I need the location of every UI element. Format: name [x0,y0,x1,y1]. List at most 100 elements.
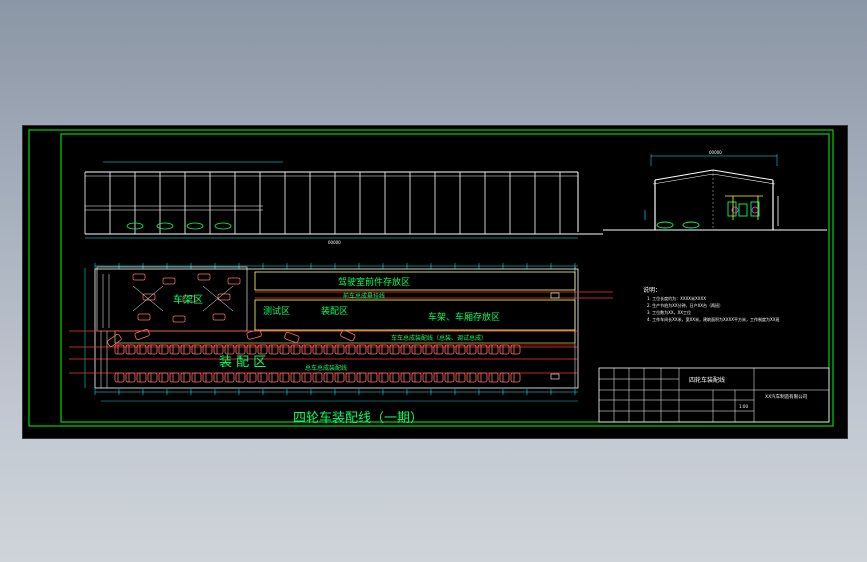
vehicle-outline [389,372,400,383]
vehicle-outline [290,372,301,383]
side-elevation: 00000 [84,161,603,245]
vehicle-outline [367,372,378,383]
inner-frame [60,133,830,423]
vehicle-outline-tilted [246,329,262,340]
frame-part [172,315,186,323]
vehicle-outline [301,372,312,383]
label-line-one: 车车总成装配线（总装、调试总成） [391,334,487,342]
vehicle-outline [246,344,257,355]
svg-text:00000: 00000 [709,150,722,155]
vehicle-outline [323,372,334,383]
outer-border [28,129,834,427]
vehicle-outline [389,344,400,355]
vehicle-outline [455,372,466,383]
vehicle-outline [367,344,378,355]
vehicle-outline [378,372,389,383]
vehicle-outline [257,372,268,383]
frame-part [132,273,146,281]
vehicle-outline [180,372,191,383]
vehicle-outline [268,344,279,355]
vehicle-outline [334,344,345,355]
vehicle-outline [136,372,147,383]
vehicle-outline [411,344,422,355]
vehicle-outline [378,344,389,355]
note-line-3: 3. 工位数为XX，XX工位 [647,309,691,315]
vehicle-outline [114,372,125,383]
drawing-main-title: 四轮车装配线（一期） [293,410,423,426]
company-name: XX汽车制造有限公司 [765,393,807,400]
vehicle-outline [433,372,444,383]
vehicle-outline [235,344,246,355]
vehicle-outline [433,344,444,355]
vehicle-outline [268,372,279,383]
vehicle-outline-tilted [134,328,150,340]
notes-block: 说明： 1. 工位长度约为：XXXX米XXXX 2. 生产节拍为XX分钟，日产X… [643,286,780,322]
vehicle-outline [422,344,433,355]
label-frame-area: 车架区 [173,293,203,306]
label-test-area: 测试区 [263,305,290,317]
vehicle-outline [411,372,422,383]
vehicle-outline [499,372,510,383]
vehicle-outline [169,344,180,355]
vehicle-outline [235,372,246,383]
vehicle-outline [147,344,158,355]
scale-value: 1:00 [739,404,748,409]
vehicle-outline [312,372,323,383]
vehicle-outline [213,372,224,383]
vehicle-outline-tilted [284,331,300,343]
label-cabin-storage: 车架、车厢存放区 [428,311,500,323]
frame-part [182,295,196,303]
vehicle-outline [444,344,455,355]
vehicle-outline [301,344,312,355]
vehicle-outline [279,344,290,355]
label-conveyor-top: 前车总成悬挂线 [343,292,385,300]
vehicle-outline-tilted [106,333,122,347]
frame-part [137,313,151,321]
note-line-1: 1. 工位长度约为：XXXX米XXXX [647,295,706,301]
vehicle-outline [422,372,433,383]
vehicle-outline [466,372,477,383]
label-inspection-area: 装配区 [321,305,348,317]
frame-part [227,277,241,285]
floor-plan [69,263,613,402]
vehicle-outline [125,372,136,383]
vehicle-outline [510,344,521,355]
vehicle-outline [345,344,356,355]
vehicle-outline [202,372,213,383]
note-line-4: 4. 工作车间长XX米，宽XX米，建筑面积为XXXX平方米，工作制度为XX班 [647,316,780,322]
vehicle-outline [477,372,488,383]
vehicle-outline [510,372,521,383]
vehicle-outline [257,344,268,355]
vehicle-outline [224,344,235,355]
vehicle-outline [444,372,455,383]
vehicle-outline [488,344,499,355]
frame-part [197,273,211,281]
vehicle-outline [114,344,125,355]
vehicle-outline [158,372,169,383]
frame-part [162,277,176,285]
title-block: 四轮车装配线 XX汽车制造有限公司 1:00 [598,367,830,423]
notes-heading: 说明： [643,286,661,294]
vehicle-outline [477,344,488,355]
vehicle-outline [312,344,323,355]
vehicle-outline [136,344,147,355]
vehicle-outline [466,344,477,355]
vehicle-outline [213,344,224,355]
vehicle-outline [169,372,180,383]
vehicle-outline [356,372,367,383]
frame-part [212,313,226,321]
frame-part [217,293,231,301]
vehicle-outline [158,344,169,355]
vehicle-outline [191,344,202,355]
cad-drawing: 00000 00000 [28,129,834,427]
vehicle-outline [180,344,191,355]
cad-drawing-viewport: 00000 00000 [22,125,848,439]
vehicle-outline [356,344,367,355]
svg-text:00000: 00000 [328,240,341,245]
vehicle-outline [202,344,213,355]
vehicle-outline [499,344,510,355]
vehicle-outline [345,372,356,383]
vehicle-outline [191,372,202,383]
vehicle-outline [455,344,466,355]
vehicle-outline [125,344,136,355]
